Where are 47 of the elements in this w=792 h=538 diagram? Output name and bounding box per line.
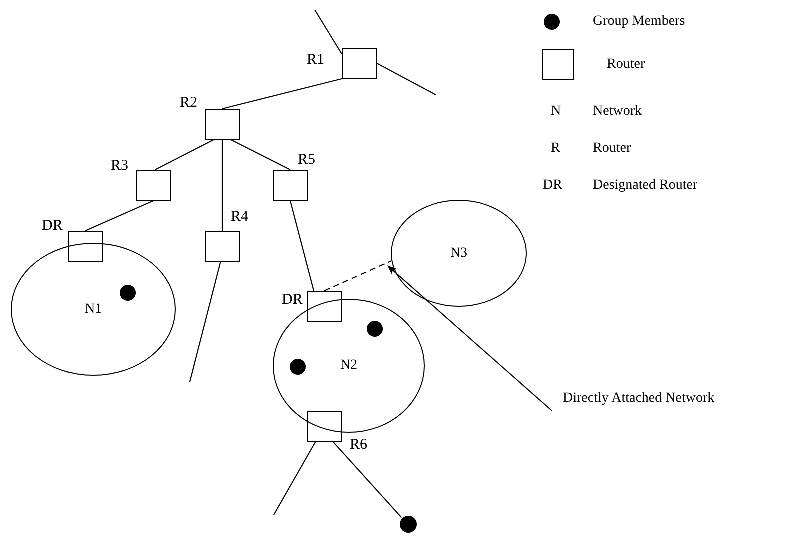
router-box [307, 291, 342, 322]
network-ellipse [391, 200, 527, 307]
router-label: R2 [180, 96, 198, 111]
link-line [222, 78, 342, 110]
legend-text: Router [607, 58, 646, 72]
router-box [205, 109, 240, 140]
router-label: R5 [298, 153, 316, 168]
router-label: R4 [231, 210, 249, 225]
legend-text: Network [593, 105, 642, 119]
link-line [290, 200, 315, 292]
router-box [273, 170, 308, 201]
network-label: N1 [84, 302, 102, 318]
group-member-dot [366, 320, 383, 337]
group-member-dot [400, 516, 417, 533]
network-label: N2 [340, 358, 358, 374]
router-box [342, 48, 377, 79]
router-box [136, 170, 171, 201]
link-line [314, 10, 342, 54]
link-line [274, 442, 316, 516]
link-line [376, 63, 436, 96]
group-member-dot [290, 358, 306, 375]
router-label: R6 [350, 438, 368, 453]
legend-text: Router [593, 142, 632, 156]
legend-symbol: N [551, 105, 562, 119]
group-member-dot [120, 284, 136, 301]
router-label: R1 [307, 53, 325, 68]
link-line [189, 262, 222, 382]
link-line [85, 200, 154, 232]
legend-symbol: R [551, 142, 560, 156]
router-label: DR [42, 219, 63, 234]
router-label: R3 [111, 159, 129, 174]
legend-text: Designated Router [593, 179, 698, 193]
leader-arrow [388, 266, 552, 412]
router-label: DR [282, 293, 303, 308]
link-line [332, 442, 402, 518]
link-line [231, 140, 291, 170]
annotation-text: Directly Attached Network [563, 392, 783, 410]
router-box [205, 231, 240, 262]
network-ellipse [11, 243, 176, 376]
router-box [307, 411, 342, 442]
network-label: N3 [450, 246, 468, 262]
router-box [68, 231, 103, 262]
link-line [155, 140, 214, 170]
link-line [222, 140, 224, 231]
legend-symbol: DR [543, 179, 562, 193]
link-line [324, 260, 392, 292]
legend-text: Group Members [593, 15, 686, 29]
